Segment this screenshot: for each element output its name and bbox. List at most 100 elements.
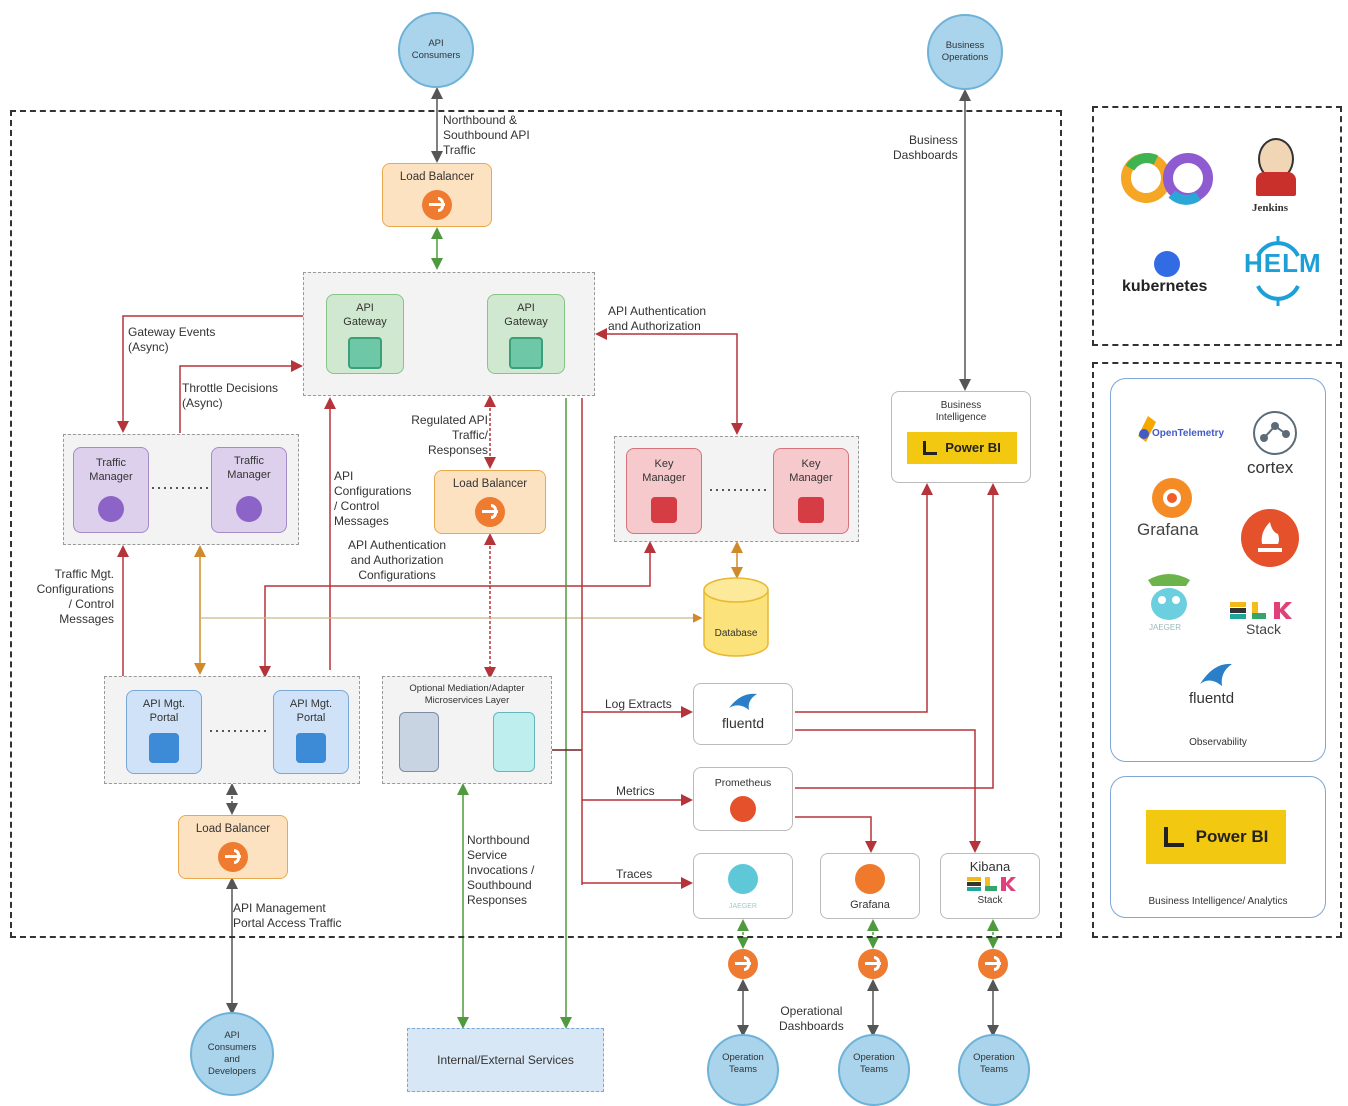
traces-label: Traces	[616, 867, 653, 881]
load-balancer-bottom: Load Balancer	[178, 815, 288, 879]
mediation-layer-label: Optional Mediation/Adapter Microservices…	[409, 683, 525, 706]
power-bi-label: Power BI	[1195, 827, 1269, 846]
load-balancer-icon	[728, 949, 758, 979]
business-intelligence-box: Business Intelligence Power BI	[891, 391, 1031, 483]
dotted-separator	[210, 730, 266, 732]
internal-external-services: Internal/External Services	[407, 1028, 604, 1092]
prometheus-icon	[730, 796, 756, 822]
jaeger-label: JAEGER	[1149, 623, 1182, 632]
analytics-card	[1110, 776, 1326, 918]
microservice-block	[399, 712, 439, 772]
power-bi-badge-large: Power BI	[1146, 810, 1286, 864]
traffic-manager-2: Traffic Manager	[211, 447, 287, 533]
key-manager-icon	[798, 497, 824, 523]
prometheus-icon	[1241, 509, 1299, 567]
throttle-decisions-label: Throttle Decisions (Async)	[182, 381, 279, 410]
jaeger-box: JAEGER	[693, 853, 793, 919]
fluentd-icon	[1200, 663, 1232, 686]
load-balancer-icon	[218, 842, 248, 872]
key-manager-label: Key Manager	[789, 458, 833, 484]
traffic-manager-1: Traffic Manager	[73, 447, 149, 533]
opentelemetry-icon	[1138, 416, 1156, 442]
api-gateway-2: API Gateway	[487, 294, 565, 374]
key-manager-label: Key Manager	[642, 458, 686, 484]
elk-icon	[967, 877, 1016, 891]
jaeger-icon	[1148, 574, 1190, 620]
gateway-icon	[348, 337, 382, 369]
fluentd-bird-icon	[729, 693, 757, 710]
power-bi-label: Power BI	[945, 440, 1001, 455]
load-balancer-top: Load Balancer	[382, 163, 492, 227]
database-icon	[703, 577, 769, 657]
grafana-box: Grafana	[820, 853, 920, 919]
fluentd-box: fluentd	[693, 683, 793, 745]
load-balancer-icon	[858, 949, 888, 979]
northbound-service-label: Northbound Service Invocations / Southbo…	[467, 833, 535, 907]
operation-teams-node: Operation Teams	[958, 1034, 1030, 1106]
fluentd-label: fluentd	[721, 715, 765, 731]
jaeger-label: JAEGER	[728, 903, 757, 910]
api-gateway-label: API Gateway	[343, 302, 387, 328]
prometheus-box: Prometheus	[693, 767, 793, 831]
key-manager-icon	[651, 497, 677, 523]
elk-stack-icon	[1230, 602, 1292, 619]
api-consumers-developers-node: API Consumers and Developers	[190, 1012, 274, 1096]
devops-tools-panel	[1092, 106, 1342, 346]
key-manager-2: Key Manager	[773, 448, 849, 534]
load-balancer-icon	[978, 949, 1008, 979]
api-portal-2: API Mgt. Portal	[273, 690, 349, 774]
dotted-separator	[152, 487, 208, 489]
kibana-stack-label: Stack	[977, 895, 1003, 906]
database-label: Database	[714, 628, 758, 639]
kubernetes-icon	[1154, 251, 1180, 277]
log-extracts-label: Log Extracts	[605, 697, 672, 711]
traffic-manager-icon	[98, 496, 124, 522]
load-balancer-icon	[422, 190, 452, 220]
gateway-icon	[509, 337, 543, 369]
traffic-manager-label: Traffic Manager	[89, 457, 133, 483]
observability-card	[1110, 378, 1326, 762]
business-intelligence-label: Business Intelligence	[935, 400, 987, 423]
load-balancer-middle: Load Balancer	[434, 470, 546, 534]
api-gateway-1: API Gateway	[326, 294, 404, 374]
power-bi-icon	[1163, 827, 1184, 847]
portal-icon	[149, 733, 179, 763]
traffic-mgt-configs-label: Traffic Mgt. Configurations / Control Me…	[36, 567, 114, 626]
fluentd-label: fluentd	[1189, 690, 1235, 707]
api-auth-label: API Authentication and Authorization	[608, 304, 707, 333]
metrics-label: Metrics	[616, 784, 655, 798]
monitoring-panel	[1092, 362, 1342, 938]
helm-wheel-icon	[1256, 236, 1300, 306]
jaeger-icon	[728, 864, 758, 894]
elk-stack-label: Stack	[1246, 621, 1282, 637]
operation-teams-node: Operation Teams	[838, 1034, 910, 1106]
api-mgmt-portal-access-label: API Management Portal Access Traffic	[233, 901, 342, 930]
regulated-traffic-label: Regulated API Traffic/ Responses	[411, 413, 488, 457]
platform-boundary	[10, 110, 1062, 938]
api-portal-label: API Mgt. Portal	[289, 698, 333, 724]
microservice-block	[493, 712, 535, 772]
api-portal-1: API Mgt. Portal	[126, 690, 202, 774]
operation-teams-node: Operation Teams	[707, 1034, 779, 1106]
jenkins-label: Jenkins	[1252, 202, 1289, 214]
grafana-label: Grafana	[850, 899, 890, 911]
prometheus-label: Prometheus	[714, 777, 772, 789]
load-balancer-icon	[475, 497, 505, 527]
cortex-label: cortex	[1247, 458, 1294, 477]
cortex-icon	[1253, 411, 1297, 455]
load-balancer-label: Load Balancer	[452, 478, 528, 490]
northbound-southbound-label: Northbound & Southbound API Traffic	[443, 113, 530, 157]
devops-infinity-icon	[1121, 153, 1213, 205]
grafana-label: Grafana	[1137, 520, 1199, 539]
portal-icon	[296, 733, 326, 763]
opentelemetry-label: OpenTelemetry	[1152, 428, 1225, 439]
grafana-icon	[855, 864, 885, 894]
api-portal-label: API Mgt. Portal	[142, 698, 186, 724]
business-operations-node: Business Operations	[927, 14, 1003, 90]
analytics-caption: Business Intelligence/ Analytics	[1148, 896, 1288, 907]
observability-caption: Observability	[1189, 737, 1247, 748]
traffic-manager-icon	[236, 496, 262, 522]
kibana-box: Kibana Stack	[940, 853, 1040, 919]
api-consumers-node: API Consumers	[398, 12, 474, 88]
api-gateway-label: API Gateway	[504, 302, 548, 328]
